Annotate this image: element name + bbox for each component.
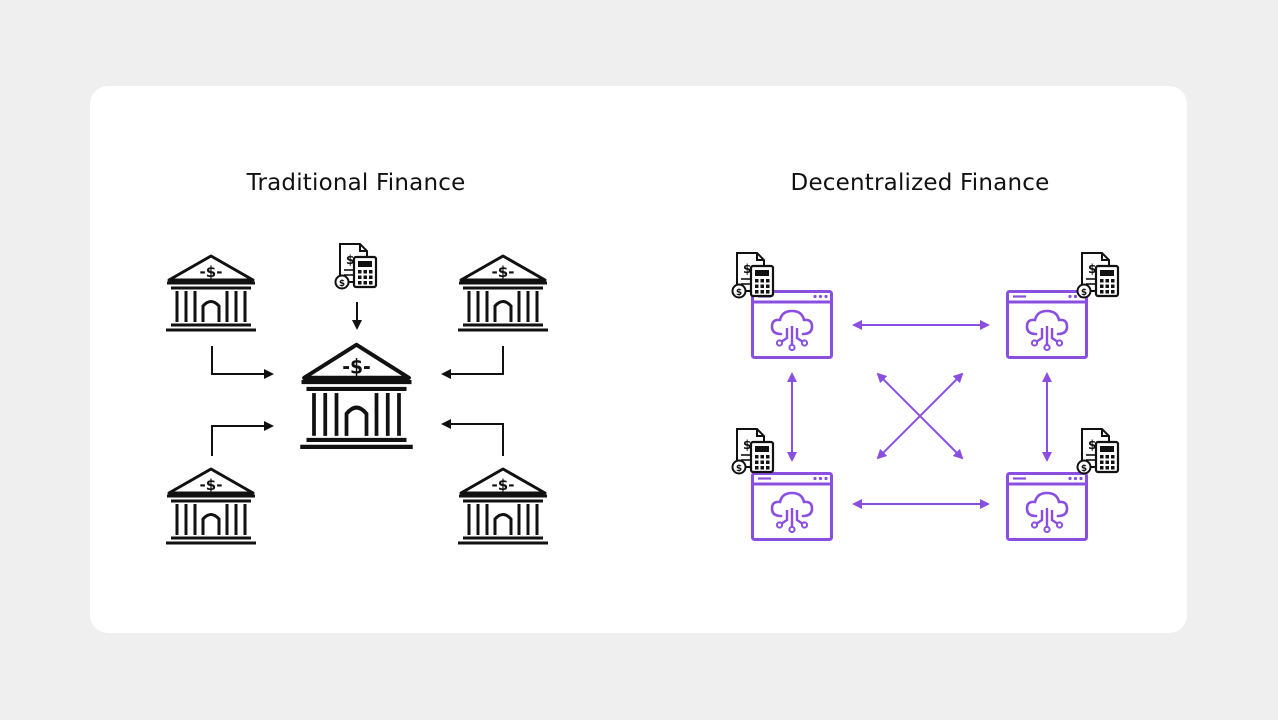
arrow-bank-to-central xyxy=(211,421,274,456)
traditional-finance-diagram xyxy=(164,242,550,545)
arrow-bank-to-central xyxy=(211,346,274,379)
arrow-bank-to-central xyxy=(441,419,504,456)
ledger-calculator-icon xyxy=(731,427,775,476)
decentralized-finance-diagram xyxy=(731,251,1120,541)
cloud-browser-node-icon xyxy=(751,472,833,541)
diagram-card xyxy=(90,86,1187,633)
bank-icon xyxy=(164,467,258,545)
cloud-browser-node-icon xyxy=(1006,472,1088,541)
decentralized-finance-title: Decentralized Finance xyxy=(790,170,1050,196)
bank-icon xyxy=(456,254,550,332)
ledger-calculator-icon xyxy=(1076,427,1120,476)
cloud-browser-node-icon xyxy=(751,290,833,359)
central-bank-icon xyxy=(300,345,413,447)
arrow-bank-to-central xyxy=(441,346,504,379)
traditional-finance-title: Traditional Finance xyxy=(246,170,466,196)
ledger-calculator-icon xyxy=(1076,251,1120,300)
cloud-browser-node-icon xyxy=(1006,290,1088,359)
bank-icon xyxy=(164,254,258,332)
bidirectional-arrow xyxy=(876,372,964,460)
bank-icon xyxy=(456,467,550,545)
ledger-calculator-icon xyxy=(731,251,775,300)
ledger-calculator-icon xyxy=(334,242,378,291)
